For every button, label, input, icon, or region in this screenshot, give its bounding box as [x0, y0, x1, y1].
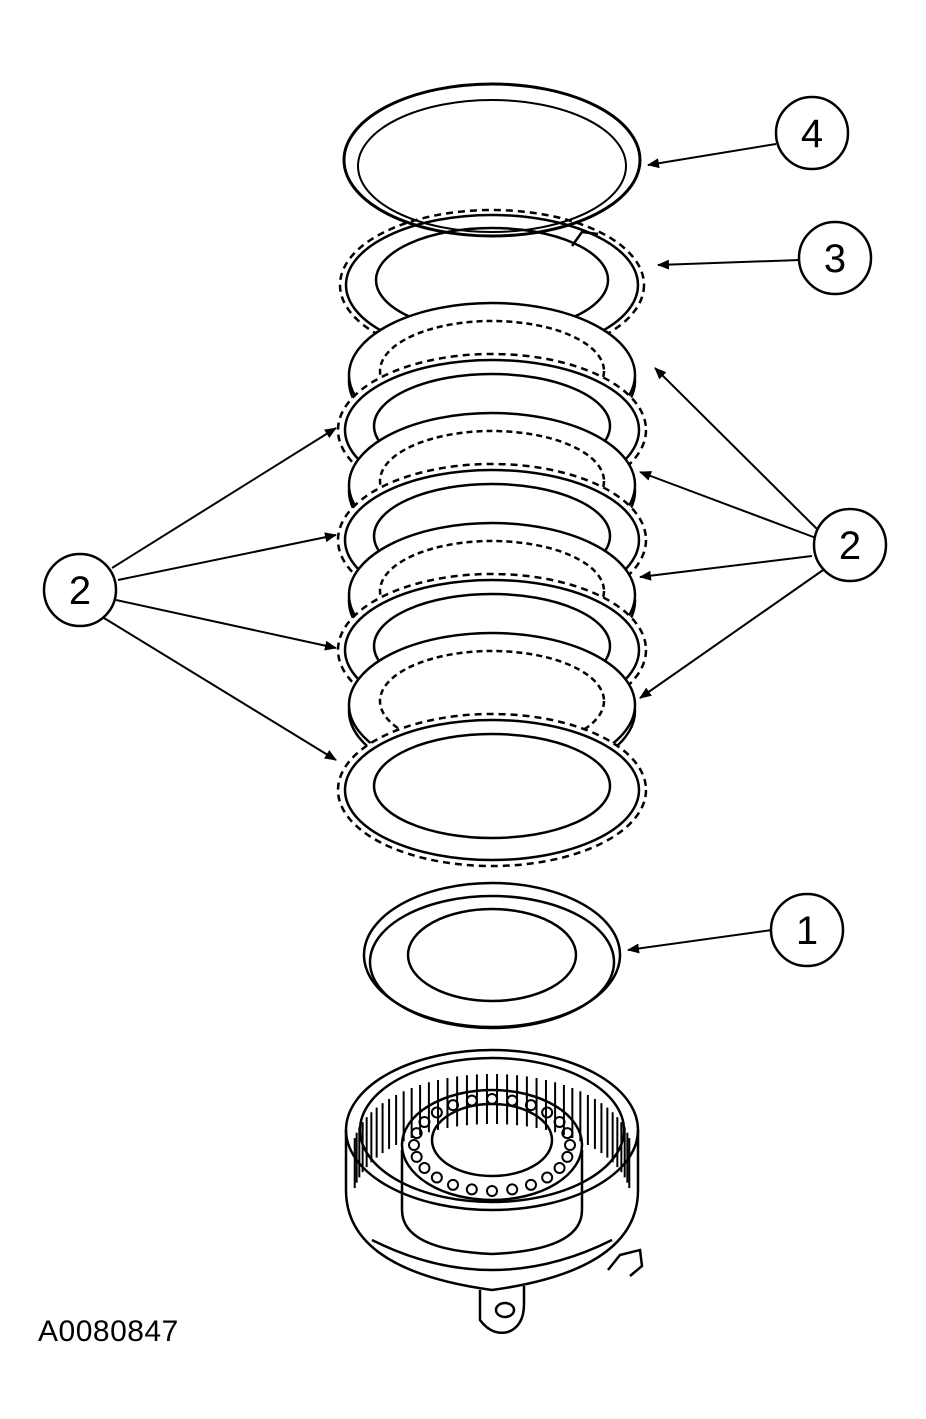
clutch-plate-8: [336, 712, 648, 868]
callout-4-label: 4: [801, 112, 823, 156]
drum-splines: [353, 1074, 631, 1189]
thrust-washer: [362, 881, 622, 1030]
callout-4: 4: [774, 95, 850, 171]
figure-id: A0080847: [38, 1315, 179, 1348]
drum-bearing-holes: [408, 1093, 576, 1197]
callout-2-right-label: 2: [839, 524, 861, 568]
callout-2-left-label: 2: [69, 569, 91, 613]
snap-ring: [342, 82, 642, 248]
clutch-drum: [344, 1048, 644, 1334]
callout-2-right: 2: [812, 507, 888, 583]
clutch-plate-stack: [336, 301, 648, 868]
callout-3-label: 3: [824, 237, 846, 281]
callout-1: 1: [769, 892, 845, 968]
callout-3: 3: [797, 220, 873, 296]
leader-lines: [103, 143, 827, 954]
callout-1-label: 1: [796, 909, 818, 953]
callout-2-left: 2: [42, 552, 118, 628]
